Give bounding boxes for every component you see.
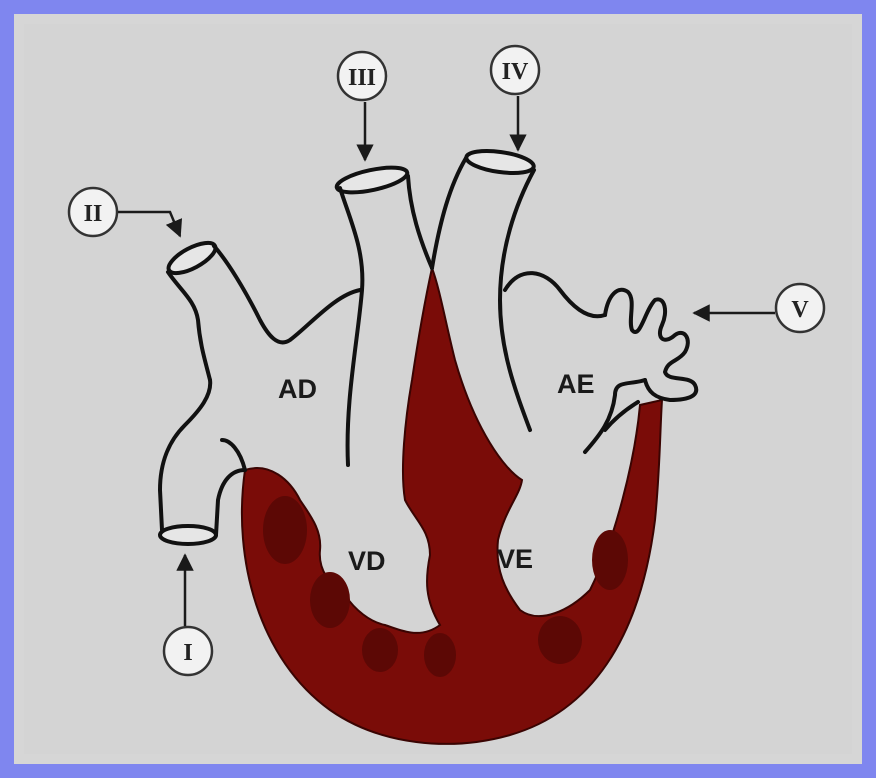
label-left-ventricle: VE — [497, 544, 533, 574]
callout-four-label: IV — [502, 59, 529, 85]
callout-three-label: III — [348, 65, 376, 91]
callout-five-label: V — [791, 297, 809, 323]
label-right-ventricle: VD — [348, 546, 386, 576]
label-right-atrium: AD — [278, 374, 317, 404]
callout-four: IV — [491, 46, 539, 150]
vessel-opening-superior-vena-cava — [164, 237, 219, 279]
callout-one-label: I — [183, 640, 192, 666]
callout-one: I — [164, 555, 212, 675]
label-left-atrium: AE — [557, 369, 595, 399]
vessel-opening-pulmonary-artery — [335, 163, 410, 198]
callout-five: V — [694, 284, 824, 332]
callout-three: III — [338, 52, 386, 160]
vessel-opening-inferior-vena-cava — [160, 526, 216, 544]
vessel-opening-aorta — [465, 147, 535, 176]
callout-two-label: II — [84, 201, 103, 227]
callout-two: II — [69, 188, 180, 236]
ventricle-myocardium — [242, 268, 662, 744]
